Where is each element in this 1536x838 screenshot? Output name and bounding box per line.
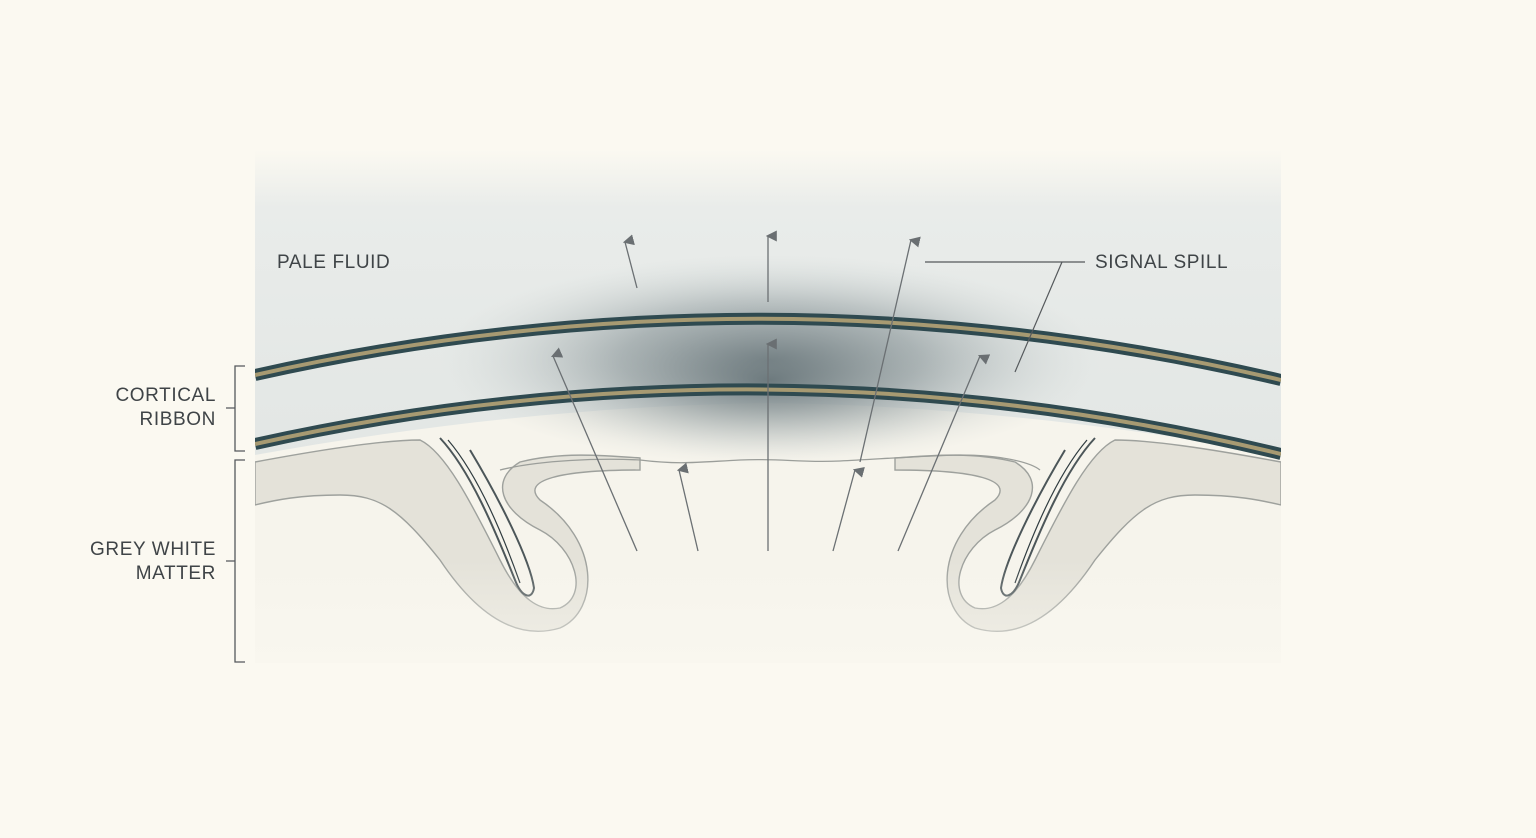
arrow-1 [622,234,638,289]
pale-fluid-label: PALE FLUID [277,252,391,273]
signal-spill-halo [540,300,1000,460]
cortical-ribbon-label-line2: RIBBON [139,409,216,430]
grey-white-matter-label-line1: GREY WHITE [90,539,216,560]
upper-cortical-band [255,312,1281,386]
signal-spill-leader-2 [1014,261,1063,373]
left-gyrus [255,439,641,632]
signal-spill-label: SIGNAL SPILL [1095,252,1229,273]
tissue-boundary [499,454,1041,471]
grey-white-matter-label-line2: MATTER [135,563,216,584]
grey-white-matter-label: GREY WHITE MATTER [16,538,216,586]
arrow-7 [832,466,865,552]
arrow-4 [550,347,638,552]
grey-white-matter-bracket [226,459,245,663]
arrow-8 [897,354,991,552]
bottom-fade [255,560,1281,663]
cortical-ribbon-label: CORTICAL RIBBON [16,384,216,432]
cortical-ribbon-bracket [226,365,245,452]
arrow-5 [676,462,699,552]
cortical-ribbon-label-line1: CORTICAL [115,385,216,406]
arrow-3 [859,236,921,463]
